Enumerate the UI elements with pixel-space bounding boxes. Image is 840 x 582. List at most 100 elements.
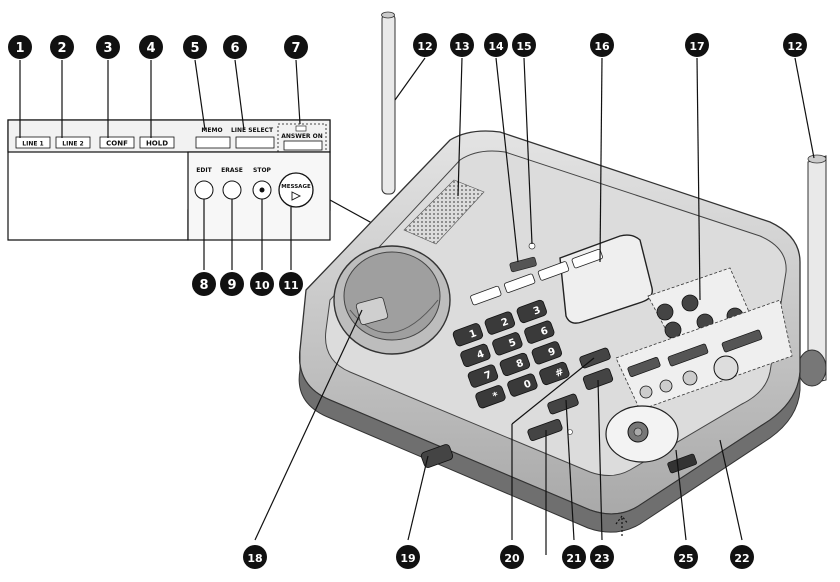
keypad-key-4[interactable] bbox=[491, 331, 523, 356]
play-triangle-icon bbox=[291, 191, 302, 201]
svg-text:2: 2 bbox=[57, 41, 66, 56]
svg-text:11: 11 bbox=[283, 279, 298, 292]
answer-on-indicator bbox=[295, 125, 307, 132]
device-conf-key[interactable] bbox=[537, 261, 570, 281]
device-memo-key[interactable] bbox=[627, 357, 661, 377]
keypad-key-label: 7 bbox=[483, 369, 493, 382]
speaker-grille bbox=[403, 179, 485, 245]
memo-button[interactable] bbox=[195, 136, 231, 149]
svg-text:21: 21 bbox=[566, 552, 581, 565]
callout-15: 15 bbox=[512, 33, 536, 57]
line2-label: LINE 2 bbox=[62, 141, 83, 148]
keypad-key-8[interactable] bbox=[531, 341, 563, 366]
edit-button[interactable] bbox=[194, 180, 214, 200]
stop-dot-icon bbox=[259, 187, 265, 193]
conf-label: CONF bbox=[106, 140, 128, 148]
stop-label: STOP bbox=[253, 167, 272, 174]
device-line-select-key[interactable] bbox=[667, 343, 709, 367]
conf-button[interactable] bbox=[99, 136, 135, 149]
keypad-key-label: 0 bbox=[522, 378, 532, 391]
callout-9: 9 bbox=[220, 272, 244, 296]
svg-text:13: 13 bbox=[454, 40, 469, 53]
line1-label: LINE 1 bbox=[22, 141, 43, 148]
device-hold-key[interactable] bbox=[571, 248, 603, 269]
keypad-key-label: 6 bbox=[539, 325, 549, 338]
message-label: MESSAGE bbox=[281, 184, 311, 190]
device-line2-key[interactable] bbox=[503, 273, 536, 293]
svg-text:12: 12 bbox=[787, 40, 802, 53]
answer-on-key[interactable] bbox=[509, 256, 537, 273]
device-stop-key[interactable] bbox=[682, 370, 698, 386]
device-line1-key[interactable] bbox=[470, 285, 502, 306]
callout-23: 23 bbox=[590, 545, 614, 569]
callout-12-left: 12 bbox=[413, 33, 437, 57]
tone-key[interactable] bbox=[420, 443, 454, 468]
callout-5: 5 bbox=[183, 35, 207, 59]
svg-text:12: 12 bbox=[417, 40, 432, 53]
flash-key[interactable] bbox=[582, 368, 614, 391]
keypad-key-5[interactable] bbox=[523, 320, 555, 345]
callout-21: 21 bbox=[562, 545, 586, 569]
device-message-key[interactable] bbox=[713, 355, 739, 381]
svg-text:20: 20 bbox=[504, 552, 520, 565]
callout-11: 11 bbox=[279, 272, 303, 296]
svg-text:4: 4 bbox=[146, 41, 155, 56]
keypad-key-11[interactable] bbox=[538, 361, 570, 386]
svg-text:8: 8 bbox=[199, 278, 208, 293]
svg-text:17: 17 bbox=[689, 40, 704, 53]
line2-button[interactable] bbox=[55, 136, 91, 149]
callout-25: 25 bbox=[674, 545, 698, 569]
callout-13: 13 bbox=[450, 33, 474, 57]
left-antenna bbox=[381, 13, 396, 195]
svg-text:14: 14 bbox=[488, 40, 504, 53]
callout-7: 7 bbox=[284, 35, 308, 59]
keypad-key-label: 4 bbox=[475, 349, 485, 362]
nav-key-2[interactable] bbox=[681, 294, 699, 312]
erase-label: ERASE bbox=[221, 167, 243, 174]
keypad-key-2[interactable] bbox=[516, 299, 548, 324]
line-select-button[interactable] bbox=[235, 136, 275, 149]
device-edit-key[interactable] bbox=[639, 385, 653, 399]
svg-text:5: 5 bbox=[190, 41, 199, 56]
device-erase-key[interactable] bbox=[659, 379, 673, 393]
callout-19: 19 bbox=[396, 545, 420, 569]
svg-text:16: 16 bbox=[594, 40, 610, 53]
svg-text:1: 1 bbox=[15, 41, 24, 56]
keypad-key-7[interactable] bbox=[499, 352, 531, 377]
callout-3: 3 bbox=[96, 35, 120, 59]
erase-button[interactable] bbox=[222, 180, 242, 200]
jog-select-key[interactable] bbox=[667, 453, 697, 474]
svg-text:7: 7 bbox=[291, 41, 300, 56]
message-button[interactable] bbox=[278, 172, 314, 208]
line-select-label: LINE SELECT bbox=[231, 127, 274, 134]
keypad-key-label: 9 bbox=[547, 346, 557, 359]
keypad-key-label: * bbox=[491, 390, 500, 402]
answer-on-button[interactable] bbox=[283, 140, 323, 151]
nav-key-1[interactable] bbox=[656, 303, 674, 321]
hold-button[interactable] bbox=[139, 136, 175, 149]
svg-text:10: 10 bbox=[254, 279, 270, 292]
keypad-key-10[interactable] bbox=[507, 373, 539, 398]
callout-12-right: 12 bbox=[783, 33, 807, 57]
keypad-key-0[interactable] bbox=[452, 322, 484, 347]
mute-key[interactable] bbox=[547, 393, 579, 415]
edit-label: EDIT bbox=[196, 167, 212, 174]
leader-lines bbox=[19, 57, 815, 555]
keypad-key-6[interactable] bbox=[467, 364, 499, 389]
svg-text:23: 23 bbox=[594, 552, 609, 565]
keypad-key-9[interactable] bbox=[475, 384, 507, 409]
inset-panel: LINE 1 LINE 2 CONF HOLD MEMO LINE SELECT… bbox=[7, 119, 331, 241]
callout-16: 16 bbox=[590, 33, 614, 57]
device-answer-on-key[interactable] bbox=[721, 329, 763, 353]
speaker-key[interactable] bbox=[527, 418, 563, 442]
callout-badges: 1 2 3 4 5 6 7 8 9 10 11 12 12 13 14 15 1… bbox=[8, 33, 807, 569]
svg-text:3: 3 bbox=[103, 41, 112, 56]
keypad-key-1[interactable] bbox=[484, 311, 516, 336]
svg-text:19: 19 bbox=[400, 552, 415, 565]
svg-text:6: 6 bbox=[230, 41, 239, 56]
line1-button[interactable] bbox=[15, 136, 51, 149]
keypad-key-3[interactable] bbox=[460, 343, 492, 368]
